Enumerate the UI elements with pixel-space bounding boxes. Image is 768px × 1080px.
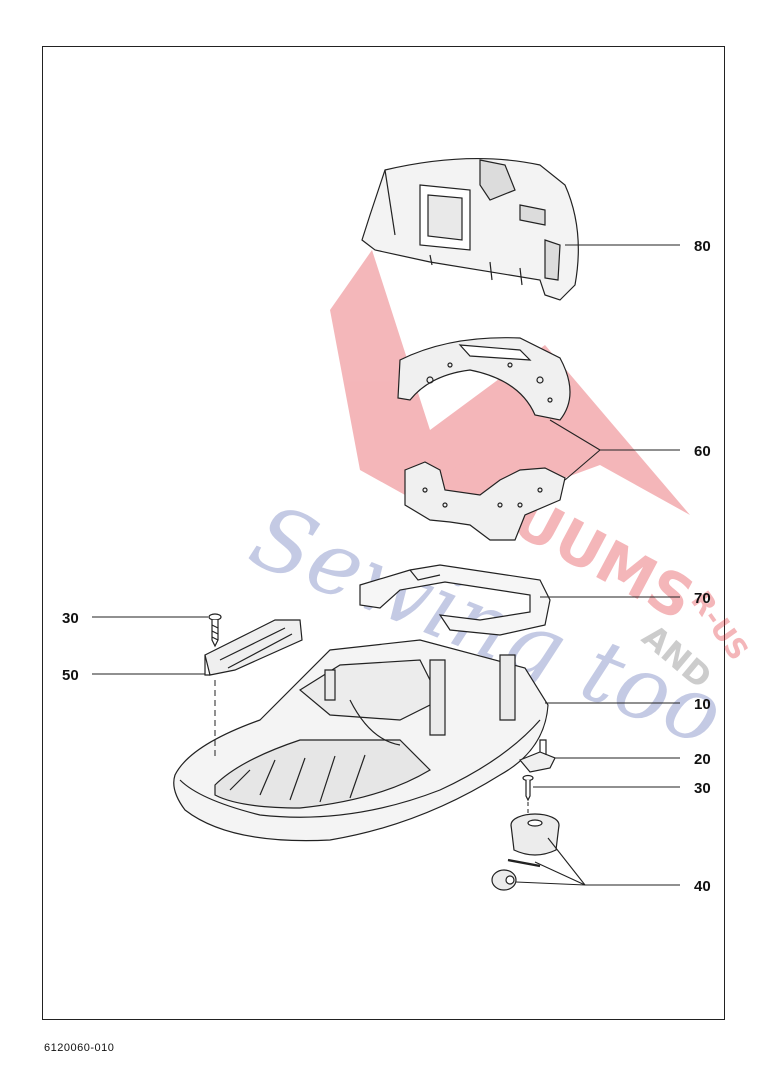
- callout-10: 10: [694, 696, 711, 713]
- leader-40-lower: [515, 881, 586, 886]
- callout-30-left: 30: [62, 610, 79, 627]
- part-10-base-housing: [173, 639, 549, 842]
- leader-40-middle: [534, 861, 586, 886]
- drawing-code: 6120060-010: [44, 1042, 115, 1054]
- leader-60-upper: [549, 419, 601, 451]
- part-70-frame: [359, 564, 551, 636]
- part-60-foam-lower: [404, 461, 566, 541]
- drawing-frame: [42, 46, 725, 1020]
- part-40-castor-wheel: [491, 813, 560, 891]
- part-50-latch-slider: [204, 619, 303, 676]
- callout-60: 60: [694, 443, 711, 460]
- callout-20: 20: [694, 751, 711, 768]
- part-20-bracket: [519, 739, 556, 773]
- callout-70: 70: [694, 590, 711, 607]
- part-30-screw-right: [522, 774, 534, 802]
- leader-lines: [92, 244, 680, 886]
- callout-40: 40: [694, 878, 711, 895]
- callout-30-right: 30: [694, 780, 711, 797]
- callout-80: 80: [694, 238, 711, 255]
- part-80-top-cover: [361, 158, 579, 301]
- leader-40-upper: [547, 837, 586, 886]
- callout-50: 50: [62, 667, 79, 684]
- leader-60-lower: [564, 449, 601, 481]
- part-30-screw-left: [208, 613, 222, 648]
- part-60-foam-upper: [397, 337, 571, 421]
